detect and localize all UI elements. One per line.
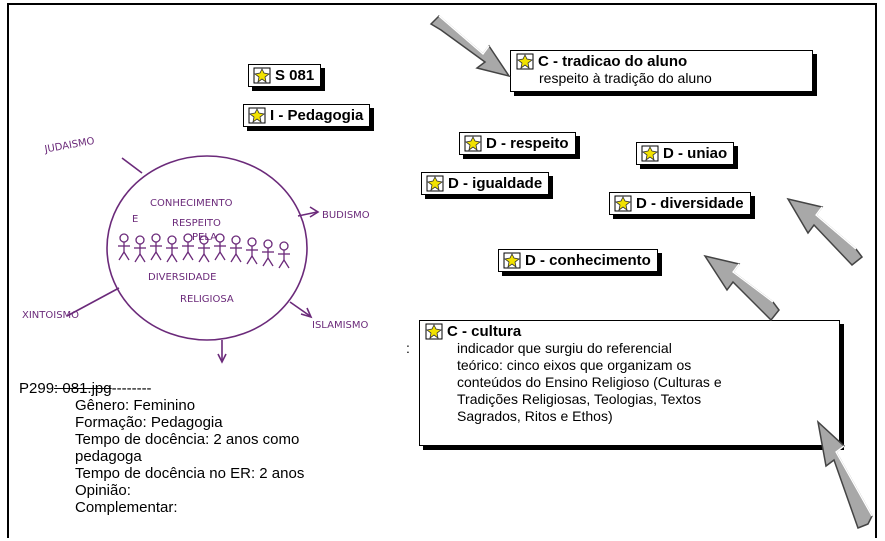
field-formacao: Formação: Pedagogia <box>75 414 223 431</box>
code-quote-icon <box>516 53 534 70</box>
code-quote-icon <box>503 252 521 269</box>
pointer-arrow-icon <box>786 197 864 267</box>
drawing-word: PELA <box>192 232 217 243</box>
pointer-arrow-icon <box>429 14 511 78</box>
drawing-word: RESPEITO <box>172 218 221 229</box>
memo-line: conteúdos do Ensino Religioso (Culturas … <box>457 374 722 390</box>
pointer-arrow-icon <box>703 254 780 322</box>
code-quote-icon <box>425 323 443 340</box>
code-tag-pedagogia[interactable]: I - Pedagogia <box>243 104 371 127</box>
code-tag-uniao[interactable]: D - uniao <box>636 142 735 165</box>
memo-cultura[interactable]: C - cultura indicador que surgiu do refe… <box>419 320 840 446</box>
memo-line: Sagrados, Ritos e Ethos) <box>457 408 613 424</box>
drawing-word: DIVERSIDADE <box>148 272 216 283</box>
code-label: D - igualdade <box>448 175 543 192</box>
document-frame <box>7 3 877 538</box>
field-complementar: Complementar: <box>75 499 178 516</box>
code-quote-icon <box>614 195 632 212</box>
code-label: D - uniao <box>663 145 728 162</box>
code-label: D - conhecimento <box>525 252 651 269</box>
document-metadata: P299: 081.jpg-------- Gênero: Feminino F… <box>19 380 405 516</box>
code-quote-icon <box>248 107 266 124</box>
stick-figures <box>118 233 290 269</box>
drawing-word: XINTOISMO <box>22 310 79 321</box>
memo-text: respeito à tradição do aluno <box>539 70 712 86</box>
code-tag-diversidade[interactable]: D - diversidade <box>609 192 751 215</box>
drawing-word: JUDAISMO <box>43 136 96 156</box>
field-tempo-er: Tempo de docência no ER: 2 anos <box>75 465 305 482</box>
code-tag-conhecimento[interactable]: D - conhecimento <box>498 249 658 272</box>
code-quote-icon <box>253 67 271 84</box>
memo-title: C - tradicao do aluno <box>538 53 688 70</box>
memo-line: indicador que surgiu do referencial <box>457 340 672 356</box>
code-quote-icon <box>426 175 444 192</box>
memo-title: C - cultura <box>447 323 522 340</box>
code-tag-respeito[interactable]: D - respeito <box>459 132 576 155</box>
code-tag-igualdade[interactable]: D - igualdade <box>421 172 550 195</box>
code-quote-icon <box>641 145 659 162</box>
stray-colon: : <box>406 340 410 356</box>
file-dashes: -------- <box>111 380 152 397</box>
code-label: I - Pedagogia <box>270 107 364 124</box>
file-struck: : 081.jpg <box>54 380 112 397</box>
drawing-word: CONHECIMENTO <box>150 198 233 209</box>
drawing-word: RELIGIOSA <box>180 294 234 305</box>
file-name[interactable]: P299: 081.jpg-------- <box>19 380 152 397</box>
hand-drawing: JUDAISMO CONHECIMENTO E RESPEITO PELA DI… <box>22 136 370 364</box>
code-tag-s081[interactable]: S 081 <box>248 64 322 87</box>
code-label: D - respeito <box>486 135 569 152</box>
code-label: S 081 <box>275 67 315 84</box>
memo-line: Tradições Religiosas, Teologias, Textos <box>457 391 702 407</box>
memo-line: teórico: cinco eixos que organizam os <box>457 357 692 373</box>
pointer-arrow-icon <box>816 420 873 529</box>
code-quote-icon <box>464 135 482 152</box>
drawing-word: BUDISMO <box>322 210 370 221</box>
field-genero: Gênero: Feminino <box>75 397 196 414</box>
field-opiniao: Opinião: <box>75 482 131 499</box>
drawing-word: E <box>132 214 138 225</box>
memo-tradicao[interactable]: C - tradicao do aluno respeito à tradiçã… <box>510 50 813 92</box>
drawing-word: ISLAMISMO <box>312 320 368 331</box>
code-label: D - diversidade <box>636 195 744 212</box>
field-tempo-docencia: Tempo de docência: 2 anos como pedagoga <box>75 431 300 465</box>
